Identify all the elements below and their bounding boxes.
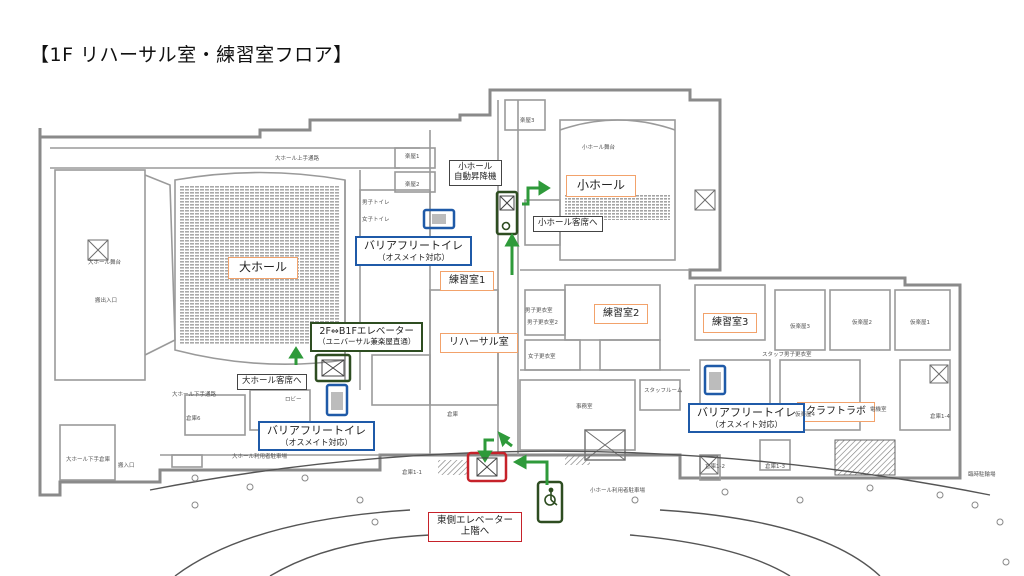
callout-line: バリアフリートイレ bbox=[267, 424, 366, 437]
plan-label: 楽屋3 bbox=[520, 118, 535, 124]
arrow-icon bbox=[288, 180, 551, 485]
callout-line: 上階へ bbox=[460, 525, 490, 537]
callout-line: （ユニバーサル兼楽屋直通） bbox=[318, 336, 416, 346]
callout-line: 自動昇降機 bbox=[454, 171, 497, 182]
plan-label: 大ホール下手通路 bbox=[172, 392, 217, 398]
callout-sho-hall-lift: 小ホール 自動昇降機 bbox=[449, 160, 502, 186]
callout-line: 小ホール bbox=[458, 162, 493, 172]
driveway bbox=[149, 450, 991, 576]
plan-label: 女子トイレ bbox=[362, 217, 390, 223]
shaft-5 bbox=[699, 455, 719, 475]
plan-label: 電機室 bbox=[870, 407, 887, 413]
plan-label: 搬入口 bbox=[118, 463, 135, 469]
callout-sho-hall-seats: 小ホール客席へ bbox=[533, 216, 603, 232]
shaft-1 bbox=[87, 239, 109, 261]
toilet-icons bbox=[331, 214, 721, 410]
wheelchair-icon bbox=[501, 221, 558, 506]
page-title: 【1F リハーサル室・練習室フロア】 bbox=[30, 44, 353, 66]
plan-label: 搬出入口 bbox=[95, 298, 118, 304]
plan-label: 楽屋2 bbox=[405, 182, 420, 188]
callout-elevator-2f-b1f: 2F⇔B1Fエレベーター （ユニバーサル兼楽屋直通） bbox=[310, 322, 424, 352]
callout-barrier-free-right: バリアフリートイレ （オスメイト対応） bbox=[688, 403, 805, 433]
room-craft-lab: クラフトラボ bbox=[797, 402, 875, 422]
plan-label: 倉庫1-3 bbox=[765, 464, 785, 470]
hatch-3 bbox=[565, 455, 590, 465]
callout-line: 2F⇔B1Fエレベーター bbox=[319, 326, 414, 337]
shaft-4 bbox=[929, 364, 949, 384]
plan-label: 倉庫1-2 bbox=[705, 464, 725, 470]
plan-label: 仮楽屋4 bbox=[795, 412, 815, 418]
callout-line: （オスメイト対応） bbox=[377, 252, 450, 262]
callout-line: 東側エレベーター bbox=[437, 515, 514, 526]
shaft-2 bbox=[694, 189, 716, 211]
plan-label: スタッフ男子更衣室 bbox=[762, 352, 812, 358]
plan-label: 楽屋1 bbox=[405, 154, 420, 160]
plan-label: 仮楽屋2 bbox=[852, 320, 872, 326]
callout-dai-hall-seats: 大ホール客席へ bbox=[237, 374, 307, 390]
plan-label: 事務室 bbox=[576, 404, 593, 410]
plan-label: スタッフルーム bbox=[644, 388, 683, 394]
callout-line: （オスメイト対応） bbox=[280, 437, 353, 447]
plan-label: 男子更衣室2 bbox=[527, 320, 558, 326]
plan-label: 男子更衣室 bbox=[525, 308, 553, 314]
plan-label: ロビー bbox=[285, 397, 302, 403]
plan-label: 小ホール利用者駐車場 bbox=[590, 488, 646, 494]
room-renshu3: 練習室3 bbox=[703, 313, 758, 333]
elevator-icon bbox=[321, 195, 515, 477]
plan-label: 小ホール舞台 bbox=[582, 145, 616, 151]
plan-label: 大ホール下手倉庫 bbox=[66, 457, 111, 463]
callout-barrier-free-left: バリアフリートイレ （オスメイト対応） bbox=[258, 421, 375, 451]
building-outline bbox=[38, 88, 962, 497]
room-renshu2: 練習室2 bbox=[594, 304, 649, 324]
plan-label: 大ホール舞台 bbox=[88, 260, 122, 266]
plan-label: 倉庫6 bbox=[186, 416, 201, 422]
callout-barrier-free-top: バリアフリートイレ （オスメイト対応） bbox=[355, 236, 472, 266]
room-rehearsal: リハーサル室 bbox=[440, 333, 518, 353]
callout-east-elevator: 東側エレベーター 上階へ bbox=[428, 512, 523, 542]
hatch-2 bbox=[438, 460, 468, 475]
hatch-1 bbox=[834, 439, 896, 476]
plan-label: 臨時駐輪場 bbox=[968, 472, 996, 478]
bollards bbox=[191, 474, 1010, 566]
plan-label: 倉庫1-4 bbox=[930, 414, 950, 420]
plan-label: 倉庫1-1 bbox=[402, 470, 422, 476]
plan-label: 仮楽屋3 bbox=[790, 324, 810, 330]
shaft-3 bbox=[584, 429, 626, 461]
plan-label: 倉庫 bbox=[447, 412, 459, 418]
room-sho-hall: 小ホール bbox=[566, 175, 637, 197]
room-renshu1: 練習室1 bbox=[440, 271, 495, 291]
room-dai-hall: 大ホール bbox=[228, 257, 299, 279]
callout-line: （オスメイト対応） bbox=[710, 419, 783, 429]
plan-label: 女子更衣室 bbox=[528, 354, 556, 360]
plan-label: 大ホール利用者駐車場 bbox=[232, 454, 288, 460]
callout-line: バリアフリートイレ bbox=[697, 406, 796, 419]
toilet-markers bbox=[325, 208, 727, 417]
plan-label: 大ホール上手通路 bbox=[275, 156, 320, 162]
plan-label: 仮楽屋1 bbox=[910, 320, 930, 326]
inner-walls bbox=[50, 99, 951, 481]
sho-hall-seats bbox=[565, 195, 670, 220]
callout-line: バリアフリートイレ bbox=[364, 239, 463, 252]
plan-label: 男子トイレ bbox=[362, 200, 390, 206]
